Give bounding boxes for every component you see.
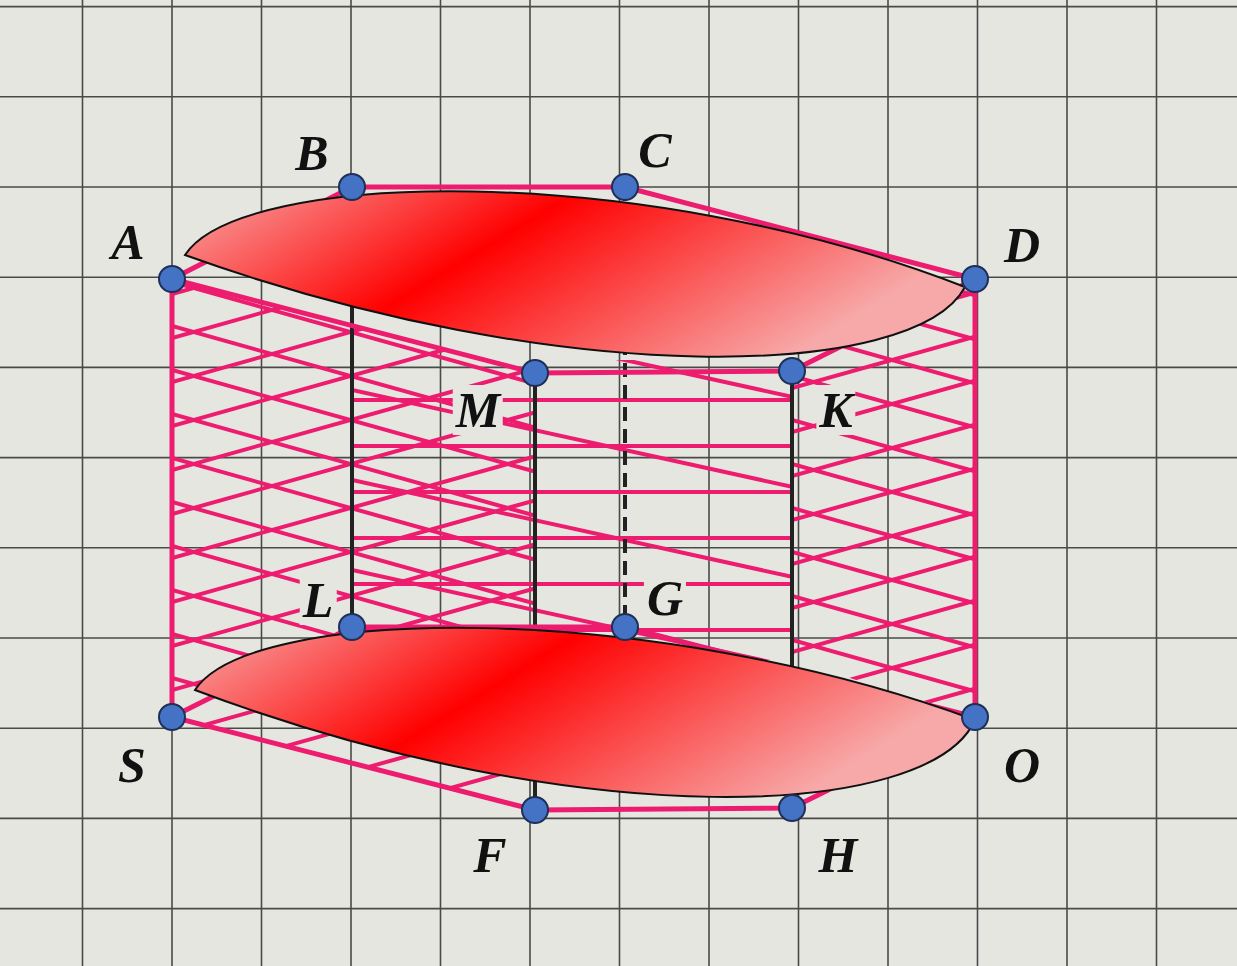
vertex-dot [522,360,548,386]
vertex-label: B [292,128,331,178]
vertex-label: H [816,830,861,880]
vertex-label: F [470,830,509,880]
vertex-dot [612,174,638,200]
vertex-label: D [1001,220,1043,270]
hatch-line [792,508,975,559]
grid-line [0,96,1237,98]
grid-line [798,0,800,966]
hatch-line [792,601,975,652]
vertex-label: L [300,575,337,625]
grid-line [82,0,84,966]
hatch-group [352,400,792,630]
grid-line [1156,0,1158,966]
vertex-dot [522,797,548,823]
red-lens [185,191,965,356]
vertex-dot [159,704,185,730]
vertex-dot [962,266,988,292]
vertex-dot [159,266,185,292]
vertex-label: A [108,217,147,267]
grid-line [1066,0,1068,966]
hatch-line [352,390,792,487]
grid-line [887,0,889,966]
hatch-line [352,398,792,402]
hatch-line [792,513,975,564]
hatch-line [792,464,975,515]
prism-edges [172,187,975,810]
grid-line [171,0,173,966]
vertex-dot [962,704,988,730]
vertex-label: M [453,385,503,435]
vertex-dot [779,358,805,384]
hatch-line [352,480,792,577]
vertex-dot [339,614,365,640]
hatch-line [172,896,535,966]
grid-line [708,0,710,966]
hatch-line [172,810,535,912]
hatch-line [172,808,535,910]
grid-line [350,0,352,966]
hatch-line [352,444,792,448]
grid-line [619,0,621,966]
vertex-label: G [644,573,686,623]
grid-line [0,818,1237,820]
vertex-label: S [115,740,149,790]
hatch-line [792,469,975,520]
grid-line [0,908,1237,910]
vertex-dots [159,174,988,823]
vertex-dot [339,174,365,200]
vertex-dot [612,614,638,640]
face-hatching [172,148,975,966]
hatch-line [352,536,792,540]
grid-line [0,367,1237,369]
hatch-line [172,898,535,966]
grid-line [0,457,1237,459]
hatch-line [792,557,975,608]
hatch-line [792,596,975,647]
vertex-label: K [816,385,855,435]
vertex-label: O [1001,740,1043,790]
grid-line [0,6,1237,8]
vertex-label: C [635,125,674,175]
hatch-line [792,552,975,603]
red-lens [195,628,975,797]
vertex-dot [779,795,805,821]
